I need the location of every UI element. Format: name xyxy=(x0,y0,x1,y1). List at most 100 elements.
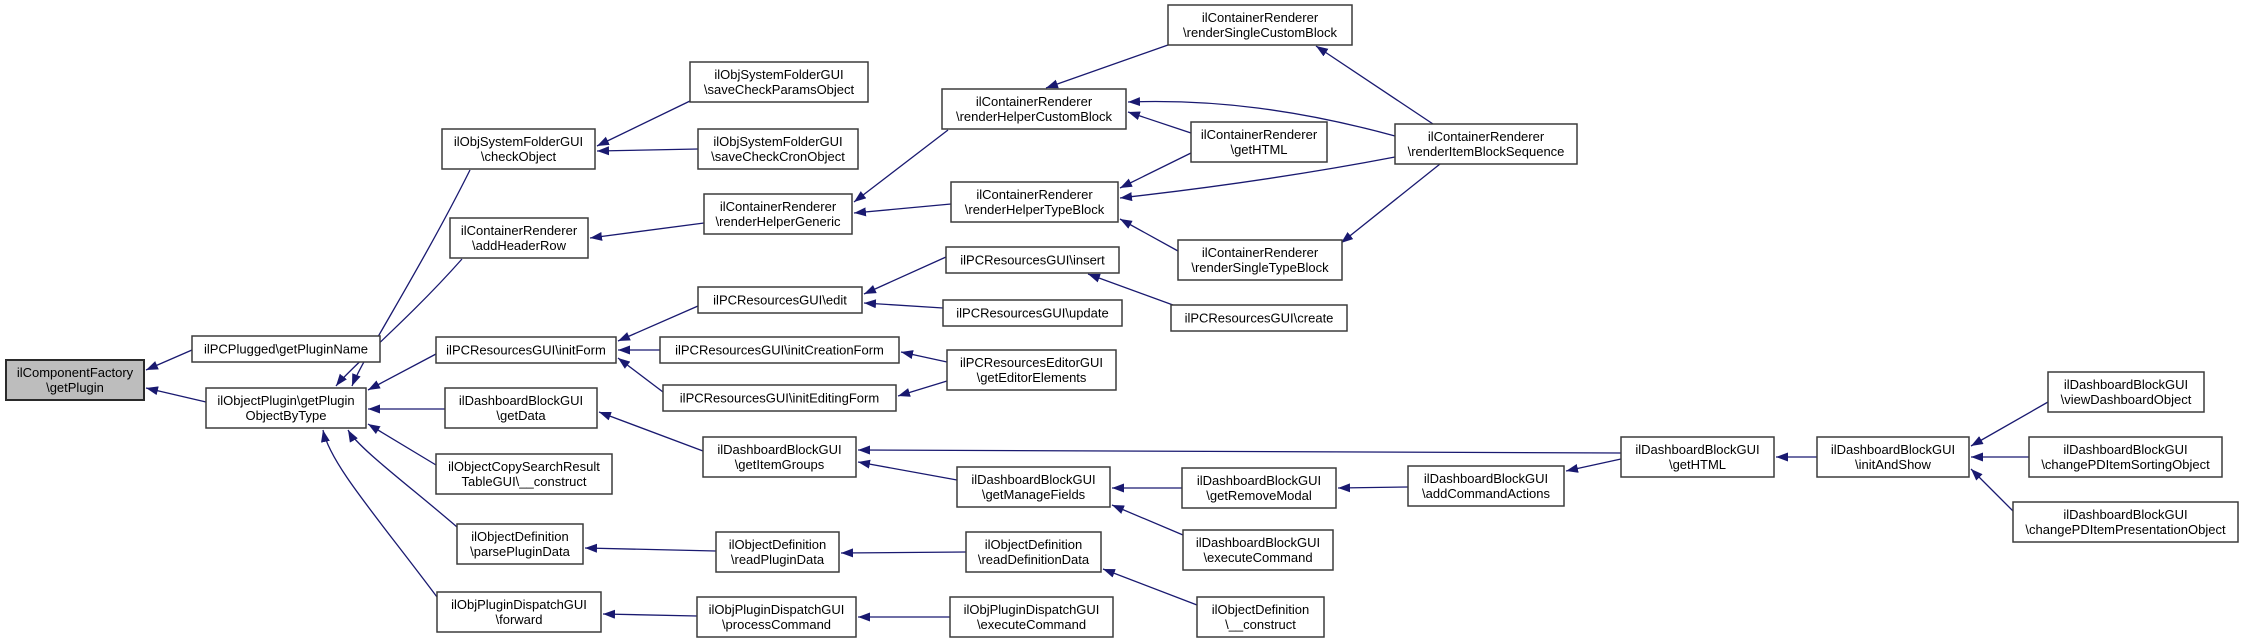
node-box[interactable] xyxy=(441,128,596,170)
node-box[interactable] xyxy=(1167,4,1353,46)
node-label: \getData xyxy=(496,408,546,423)
node-dashboardblockgui-changepditempresentationobject[interactable]: ilDashboardBlockGUI\changePDItemPresenta… xyxy=(2012,501,2239,543)
edge-containerrenderer-renderhelpergeneric--containerrenderer-addheaderrow xyxy=(589,222,705,241)
node-containerrenderer-rendersingletypeblock[interactable]: ilContainerRenderer\renderSingleTypeBloc… xyxy=(1177,239,1343,281)
node-label: \renderHelperCustomBlock xyxy=(956,109,1113,124)
node-box[interactable] xyxy=(945,246,1120,274)
node-dashboardblockgui-gethtml[interactable]: ilDashboardBlockGUI\getHTML xyxy=(1620,436,1775,478)
node-label: ilObjectDefinition xyxy=(729,537,827,552)
node-box[interactable] xyxy=(703,193,853,235)
node-box[interactable] xyxy=(205,387,367,429)
node-objectcopysearchresulttablegui-construct[interactable]: ilObjectCopySearchResultTableGUI\__const… xyxy=(435,453,613,495)
node-box[interactable] xyxy=(449,217,589,259)
node-label: ilObjPluginDispatchGUI xyxy=(964,602,1100,617)
node-containerrenderer-renderhelpertypeblock[interactable]: ilContainerRenderer\renderHelperTypeBloc… xyxy=(950,181,1119,223)
node-box[interactable] xyxy=(1394,123,1578,165)
node-label: ilContainerRenderer xyxy=(461,223,578,238)
node-label: ilDashboardBlockGUI xyxy=(971,472,1095,487)
node-box[interactable] xyxy=(662,384,897,412)
node-box[interactable] xyxy=(191,335,381,363)
node-objectdefinition-readdefinitiondata[interactable]: ilObjectDefinition\readDefinitionData xyxy=(965,531,1102,573)
node-box[interactable] xyxy=(2047,371,2205,413)
node-box[interactable] xyxy=(1816,436,1970,478)
node-box[interactable] xyxy=(1407,465,1565,507)
node-box[interactable] xyxy=(1620,436,1775,478)
node-containerrenderer-rendersinglecustomblock[interactable]: ilContainerRenderer\renderSingleCustomBl… xyxy=(1167,4,1353,46)
node-box[interactable] xyxy=(946,349,1117,391)
node-pcresourcesgui-update[interactable]: ilPCResourcesGUI\update xyxy=(942,299,1123,327)
node-dashboardblockgui-getmanagefields[interactable]: ilDashboardBlockGUI\getManageFields xyxy=(956,466,1111,508)
node-dashboardblockgui-addcommandactions[interactable]: ilDashboardBlockGUI\addCommandActions xyxy=(1407,465,1565,507)
node-box[interactable] xyxy=(1177,239,1343,281)
node-box[interactable] xyxy=(1196,596,1325,638)
node-label: \addHeaderRow xyxy=(472,238,567,253)
node-dashboardblockgui-viewdashboardobject[interactable]: ilDashboardBlockGUI\viewDashboardObject xyxy=(2047,371,2205,413)
node-box[interactable] xyxy=(1181,467,1337,509)
edge-pcresourceseditorgui-geteditorelements--pcresourcesgui-initcreationform xyxy=(900,350,948,363)
node-pcplugged-getpluginname[interactable]: ilPCPlugged\getPluginName xyxy=(191,335,381,363)
node-box[interactable] xyxy=(941,88,1127,130)
node-containerrenderer-renderitemblocksequence[interactable]: ilContainerRenderer\renderItemBlockSeque… xyxy=(1394,123,1578,165)
node-pcresourcesgui-edit[interactable]: ilPCResourcesGUI\edit xyxy=(697,286,863,314)
node-pcresourcesgui-create[interactable]: ilPCResourcesGUI\create xyxy=(1170,304,1348,332)
node-label: ilObjectPlugin\getPlugin xyxy=(217,393,354,408)
node-dashboardblockgui-executecommand[interactable]: ilDashboardBlockGUI\executeCommand xyxy=(1182,529,1334,571)
node-containerrenderer-addheaderrow[interactable]: ilContainerRenderer\addHeaderRow xyxy=(449,217,589,259)
node-dashboardblockgui-getitemgroups[interactable]: ilDashboardBlockGUI\getItemGroups xyxy=(702,436,857,478)
node-dashboardblockgui-changepditemsortingobject[interactable]: ilDashboardBlockGUI\changePDItemSortingO… xyxy=(2028,436,2223,478)
node-label: \viewDashboardObject xyxy=(2061,392,2192,407)
node-box[interactable] xyxy=(949,596,1114,638)
node-box[interactable] xyxy=(2012,501,2239,543)
node-objectdefinition-readplugindata[interactable]: ilObjectDefinition\readPluginData xyxy=(715,531,840,573)
node-box[interactable] xyxy=(444,387,598,429)
node-box[interactable] xyxy=(456,523,584,565)
node-objsystemfoldergui-savecheckcronobject[interactable]: ilObjSystemFolderGUI\saveCheckCronObject xyxy=(697,128,859,170)
node-objplugindispatchgui-forward[interactable]: ilObjPluginDispatchGUI\forward xyxy=(436,591,602,633)
node-pcresourcesgui-initcreationform[interactable]: ilPCResourcesGUI\initCreationForm xyxy=(659,336,900,364)
node-pcresourceseditorgui-geteditorelements[interactable]: ilPCResourcesEditorGUI\getEditorElements xyxy=(946,349,1117,391)
node-box[interactable] xyxy=(942,299,1123,327)
node-label: \processCommand xyxy=(722,617,831,632)
node-box[interactable] xyxy=(715,531,840,573)
node-pcresourcesgui-initeditingform[interactable]: ilPCResourcesGUI\initEditingForm xyxy=(662,384,897,412)
node-box[interactable] xyxy=(956,466,1111,508)
node-label: ilObjectCopySearchResult xyxy=(448,459,600,474)
node-dashboardblockgui-getremovemodal[interactable]: ilDashboardBlockGUI\getRemoveModal xyxy=(1181,467,1337,509)
node-box[interactable] xyxy=(436,591,602,633)
edge-objsystemfoldergui-checkobject--objectplugin-getpluginobjectbytype xyxy=(351,169,471,387)
node-pcresourcesgui-initform[interactable]: ilPCResourcesGUI\initForm xyxy=(435,336,617,364)
node-box[interactable] xyxy=(697,128,859,170)
node-box[interactable] xyxy=(702,436,857,478)
node-box[interactable] xyxy=(689,61,869,103)
node-objectdefinition-construct[interactable]: ilObjectDefinition\__construct xyxy=(1196,596,1325,638)
node-objplugindispatchgui-executecommand[interactable]: ilObjPluginDispatchGUI\executeCommand xyxy=(949,596,1114,638)
node-box[interactable] xyxy=(435,336,617,364)
node-objsystemfoldergui-checkobject[interactable]: ilObjSystemFolderGUI\checkObject xyxy=(441,128,596,170)
node-box[interactable] xyxy=(659,336,900,364)
node-objsystemfoldergui-savecheckparamsobject[interactable]: ilObjSystemFolderGUI\saveCheckParamsObje… xyxy=(689,61,869,103)
node-box[interactable] xyxy=(2028,436,2223,478)
node-dashboardblockgui-initandshow[interactable]: ilDashboardBlockGUI\initAndShow xyxy=(1816,436,1970,478)
node-label: ilPCResourcesGUI\initCreationForm xyxy=(675,343,884,358)
node-dashboardblockgui-getdata[interactable]: ilDashboardBlockGUI\getData xyxy=(444,387,598,429)
edges-layer xyxy=(145,44,2049,622)
node-box[interactable] xyxy=(1170,304,1348,332)
node-containerrenderer-renderhelpercustomblock[interactable]: ilContainerRenderer\renderHelperCustomBl… xyxy=(941,88,1127,130)
node-box[interactable] xyxy=(965,531,1102,573)
node-containerrenderer-renderhelpergeneric[interactable]: ilContainerRenderer\renderHelperGeneric xyxy=(703,193,853,235)
node-pcresourcesgui-insert[interactable]: ilPCResourcesGUI\insert xyxy=(945,246,1120,274)
node-box[interactable] xyxy=(1182,529,1334,571)
edge-dashboardblockgui-executecommand--dashboardblockgui-getmanagefields xyxy=(1111,504,1184,536)
node-box[interactable] xyxy=(696,596,857,638)
node-box[interactable] xyxy=(1190,121,1328,163)
node-box[interactable] xyxy=(950,181,1119,223)
node-objplugindispatchgui-processcommand[interactable]: ilObjPluginDispatchGUI\processCommand xyxy=(696,596,857,638)
node-objectdefinition-parseplugindata[interactable]: ilObjectDefinition\parsePluginData xyxy=(456,523,584,565)
node-label: ilContainerRenderer xyxy=(1428,129,1545,144)
node-box[interactable] xyxy=(697,286,863,314)
node-label: ilObjSystemFolderGUI xyxy=(713,134,842,149)
node-containerrenderer-gethtml[interactable]: ilContainerRenderer\getHTML xyxy=(1190,121,1328,163)
edge-containerrenderer-renderitemblocksequence--containerrenderer-renderhelpercustomblock xyxy=(1127,97,1396,137)
node-box[interactable] xyxy=(435,453,613,495)
